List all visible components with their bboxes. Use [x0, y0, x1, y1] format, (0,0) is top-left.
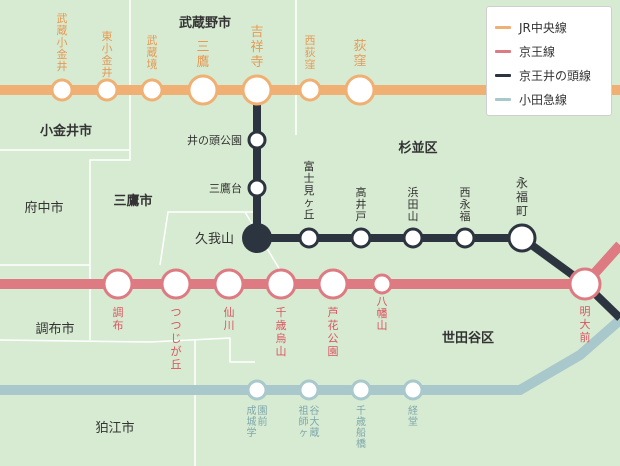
- label-fujimigaoka: 富士見ヶ丘: [304, 159, 315, 221]
- label-hamadayama: 浜田山: [408, 186, 419, 223]
- legend-swatch: [495, 25, 511, 29]
- station-mitakadai-marker[interactable]: [247, 178, 267, 198]
- label-chofu: 調布: [113, 305, 124, 332]
- station-mitaka-marker[interactable]: [187, 74, 219, 106]
- station-soshigayaokura-marker[interactable]: [298, 379, 320, 401]
- district-mitaka: 三鷹市: [113, 193, 152, 209]
- district-suginami: 杉並区: [398, 140, 437, 156]
- label-sengawa: 仙川: [224, 306, 235, 332]
- district-setagaya: 世田谷区: [442, 330, 494, 346]
- legend-label: JR中央線: [519, 20, 567, 35]
- station-rokakoen-marker[interactable]: [317, 268, 349, 300]
- label-chitosefunabashi: 千歳船橋: [356, 405, 366, 450]
- station-kyodo-marker[interactable]: [402, 379, 424, 401]
- station-hachimanyama-marker[interactable]: [371, 273, 393, 295]
- label-chitosekarasuyama: 千歳烏山: [276, 306, 287, 358]
- label-hachimanyama: 八幡山: [377, 295, 388, 332]
- station-nishiogikubo-marker[interactable]: [298, 78, 322, 102]
- legend-label: 小田急線: [519, 92, 568, 107]
- legend-label: 京王井の頭線: [519, 68, 592, 83]
- label-musashikoganei: 武蔵小金井: [57, 12, 68, 73]
- label-kichijoji: 吉祥寺: [250, 25, 263, 70]
- label-mitakadai: 三鷹台: [209, 181, 242, 195]
- station-takaido-marker[interactable]: [350, 227, 372, 249]
- label-higashikoganei: 東小金井: [102, 30, 113, 79]
- station-sengawa-marker[interactable]: [213, 268, 245, 300]
- station-eifukucho-marker[interactable]: [507, 223, 537, 253]
- station-seijogakuenmae-marker[interactable]: [246, 379, 268, 401]
- label-seijogakuenmae: 成城学園前: [247, 405, 268, 439]
- legend-item-keio: 京王線: [495, 39, 605, 63]
- legend-item-odakyu: 小田急線: [495, 87, 605, 111]
- station-meidaimae-marker[interactable]: [568, 267, 602, 301]
- station-chitosefunabashi-marker[interactable]: [350, 379, 372, 401]
- station-higashikoganei-marker[interactable]: [95, 78, 119, 102]
- label-mitaka: 三鷹: [196, 40, 209, 70]
- station-inokashirakoen-marker[interactable]: [247, 130, 267, 150]
- station-musashikoganei-marker[interactable]: [50, 78, 74, 102]
- label-soshigayaokura: 祖師ヶ谷大蔵: [299, 404, 320, 439]
- label-tsutsujigaoka: つつじが丘: [171, 306, 182, 371]
- district-komae: 狛江市: [95, 420, 134, 436]
- station-kichijoji-marker[interactable]: [241, 74, 273, 106]
- label-meidaimae: 明大前: [580, 305, 591, 344]
- label-kyodo: 経堂: [408, 404, 418, 428]
- label-ogikubo: 荻窪: [353, 39, 366, 69]
- station-tsutsujigaoka-marker[interactable]: [160, 268, 192, 300]
- district-borders: [0, 0, 297, 466]
- legend-swatch: [495, 73, 511, 77]
- district-koganei: 小金井市: [40, 123, 92, 139]
- legend-item-jr-chuo: JR中央線: [495, 15, 605, 39]
- legend-swatch: [495, 49, 511, 53]
- label-inokashirakoen: 井の頭公園: [187, 133, 242, 147]
- label-nishieifuku: 西永福: [460, 186, 471, 223]
- label-takaido: 高井戸: [356, 185, 367, 223]
- label-kugayama: 久我山: [195, 232, 234, 247]
- station-hamadayama-marker[interactable]: [402, 227, 424, 249]
- station-ogikubo-marker[interactable]: [344, 74, 376, 106]
- label-nishiogikubo: 西荻窪: [305, 34, 316, 71]
- label-musashisakai: 武蔵境: [147, 34, 158, 71]
- legend-label: 京王線: [519, 44, 556, 59]
- district-fuchu: 府中市: [24, 200, 63, 216]
- station-kugayama-marker[interactable]: [242, 223, 272, 253]
- station-nishieifuku-marker[interactable]: [454, 227, 476, 249]
- label-eifukucho: 永福町: [516, 176, 528, 218]
- label-rokakoen: 芦花公園: [328, 306, 339, 358]
- station-fujimigaoka-marker[interactable]: [298, 227, 320, 249]
- legend: JR中央線 京王線 京王井の頭線 小田急線: [486, 6, 612, 116]
- station-chitosekarasuyama-marker[interactable]: [265, 268, 297, 300]
- district-musashino: 武蔵野市: [179, 15, 231, 31]
- station-chofu-marker[interactable]: [102, 268, 134, 300]
- district-chofu: 調布市: [35, 321, 74, 337]
- station-musashisakai-marker[interactable]: [140, 78, 164, 102]
- legend-swatch: [495, 97, 511, 101]
- legend-item-inokashira: 京王井の頭線: [495, 63, 605, 87]
